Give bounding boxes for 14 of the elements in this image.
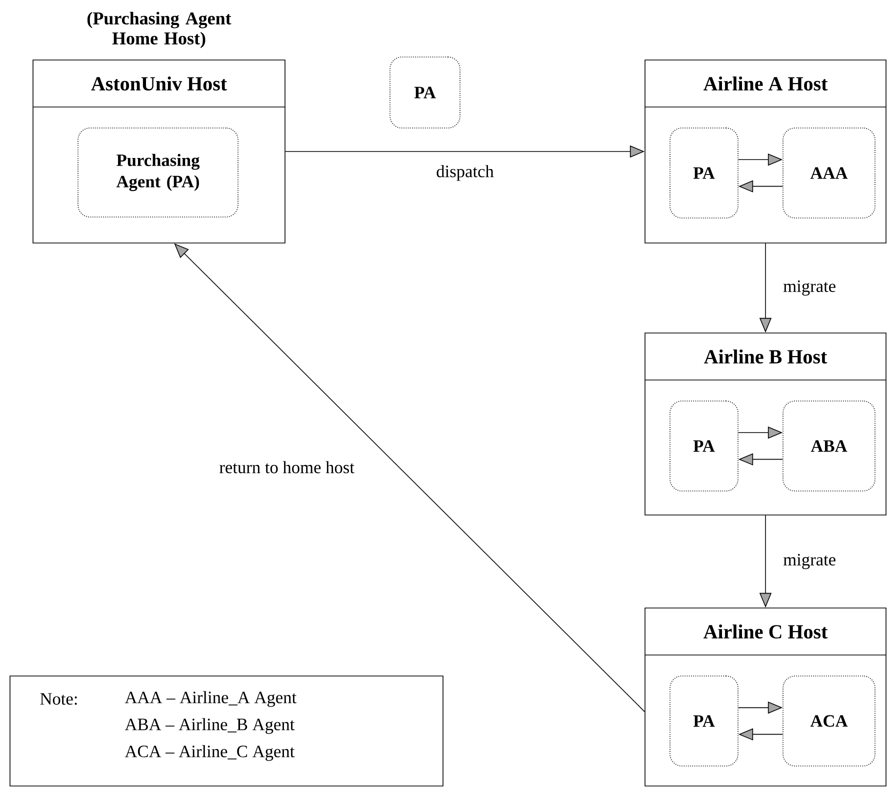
agent-box: AAA (782, 128, 876, 218)
agent-box: Purchasing Agent (PA) (78, 128, 238, 218)
agent-box: ACA (782, 676, 876, 766)
agent-box: PA (390, 56, 460, 128)
edge-label: migrate (782, 279, 838, 297)
edge-label: return to home host (218, 460, 356, 475)
edge-label: migrate (782, 552, 838, 570)
agent-box: PA (670, 676, 738, 766)
note-box: Note: AAA – Airline_A Agent ABA – Airline_B Agent ACA – Airline_C Agent (10, 676, 444, 786)
agent-box: PA (670, 128, 738, 218)
agent-box: PA (670, 400, 738, 492)
node-label: (Purchasing Agent Home Host) (87, 12, 232, 48)
edge-label: dispatch (434, 164, 496, 182)
agent-box: ABA (782, 400, 876, 492)
